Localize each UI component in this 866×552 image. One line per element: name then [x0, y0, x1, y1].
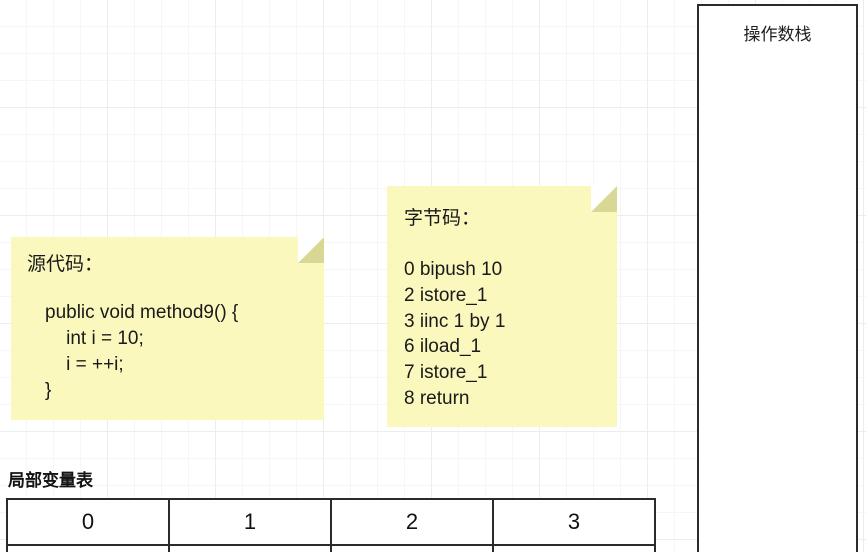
- lvt-slot-value-3: [492, 544, 656, 552]
- source-code-note-body: public void method9() { int i = 10; i = …: [45, 302, 239, 401]
- local-variable-table: 0 1 2 3: [6, 498, 656, 552]
- bytecode-note: 字节码： 0 bipush 10 2 istore_1 3 iinc 1 by …: [387, 186, 617, 427]
- lvt-slot-value-0: [6, 544, 170, 552]
- lvt-slot-index-3: 3: [492, 498, 656, 546]
- table-row-values: [6, 544, 656, 552]
- table-row-headers: 0 1 2 3: [6, 498, 656, 546]
- bytecode-note-body: 0 bipush 10 2 istore_1 3 iinc 1 by 1 6 i…: [404, 259, 506, 409]
- lvt-slot-value-1: [168, 544, 332, 552]
- source-code-note-title: 源代码：: [27, 254, 104, 275]
- operand-stack-panel: 操作数栈: [697, 4, 858, 552]
- local-variable-table-label: 局部变量表: [8, 471, 93, 490]
- bytecode-note-title: 字节码：: [404, 208, 481, 229]
- lvt-slot-index-0: 0: [6, 498, 170, 546]
- note-fold-cut-icon: [591, 186, 617, 212]
- lvt-slot-index-1: 1: [168, 498, 332, 546]
- note-fold-cut-icon: [298, 237, 324, 263]
- source-code-note: 源代码： public void method9() { int i = 10;…: [11, 237, 324, 420]
- operand-stack-title: 操作数栈: [743, 25, 812, 44]
- lvt-slot-index-2: 2: [330, 498, 494, 546]
- lvt-slot-value-2: [330, 544, 494, 552]
